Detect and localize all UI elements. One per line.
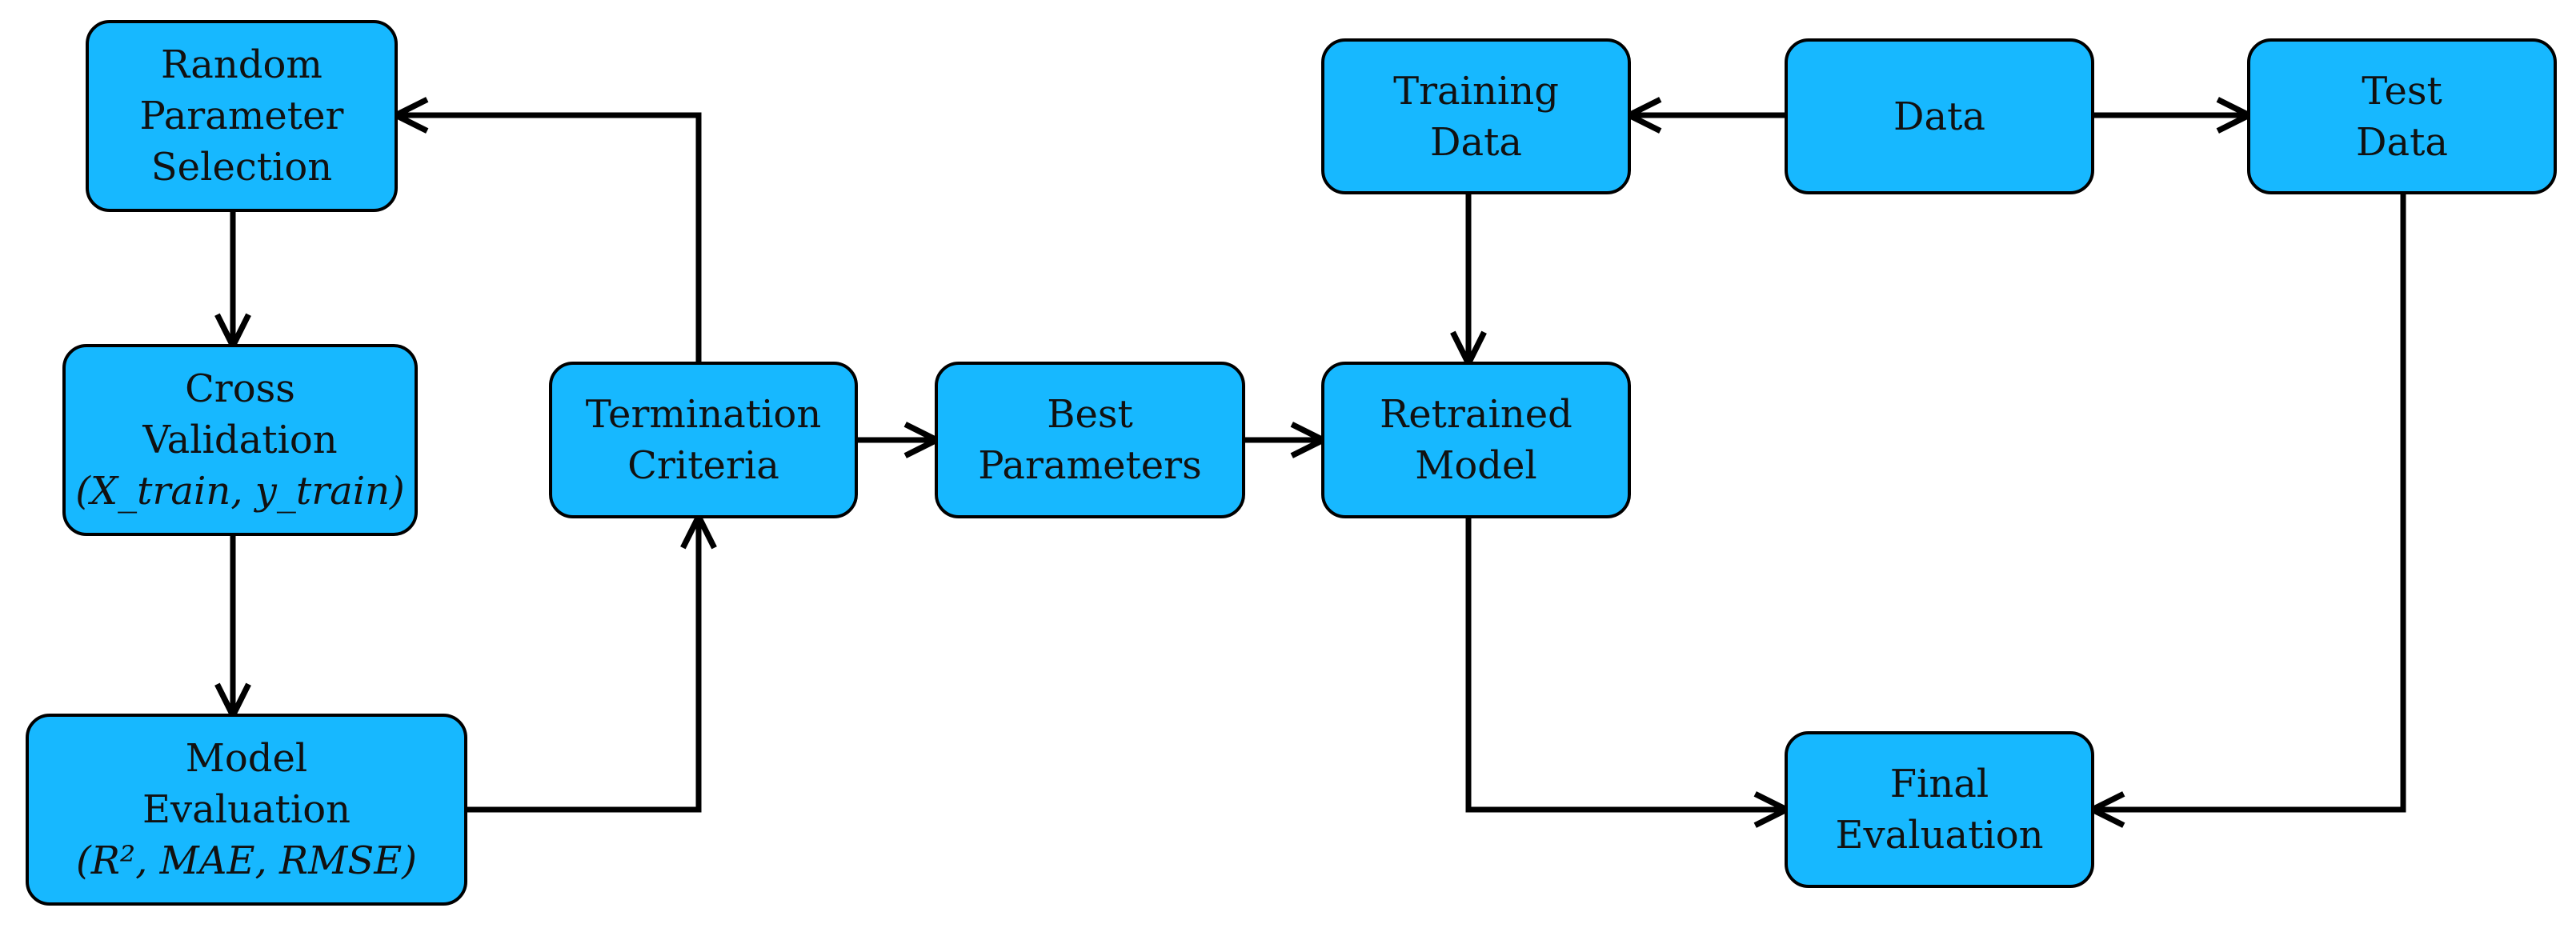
- node-label-line: Termination: [585, 392, 822, 437]
- node-label-line: Evaluation: [1835, 813, 2044, 858]
- node-label-line: Test: [2362, 68, 2442, 114]
- node-label-line: Evaluation: [142, 787, 351, 832]
- node-math-label: (R², MAE, RMSE): [76, 838, 417, 883]
- node-math-label: (X_train, y_train): [75, 469, 405, 514]
- node-label-line: Data: [1893, 94, 1985, 139]
- node-retrained-model: Retrained Model: [1321, 362, 1631, 518]
- edge-termination-to-random: [398, 115, 702, 362]
- node-label-line: Data: [2355, 119, 2448, 165]
- node-label-line: Selection: [150, 145, 333, 190]
- node-label-line: Best: [1047, 392, 1133, 437]
- node-training-data: Training Data: [1321, 38, 1631, 194]
- node-test-data: Test Data: [2247, 38, 2557, 194]
- edge-test-data-to-final-evaluation: [2094, 194, 2406, 810]
- node-final-evaluation: Final Evaluation: [1785, 731, 2094, 888]
- node-model-evaluation: Model Evaluation (R², MAE, RMSE): [26, 714, 467, 906]
- node-best-parameters: Best Parameters: [935, 362, 1245, 518]
- node-label-line: Cross: [185, 366, 295, 411]
- node-cross-validation: Cross Validation (X_train, y_train): [62, 344, 418, 536]
- node-label-line: Retrained: [1380, 392, 1572, 437]
- node-label-line: Random: [161, 42, 323, 87]
- node-label-line: Final: [1889, 762, 1989, 806]
- node-label-line: Parameters: [978, 443, 1202, 488]
- node-label-line: Model: [185, 736, 308, 781]
- node-data: Data: [1785, 38, 2094, 194]
- node-label-line: Training: [1393, 68, 1559, 114]
- edge-retrained-model-to-final-evaluation: [1465, 518, 1785, 810]
- node-label-line: Parameter: [139, 94, 344, 138]
- node-label-line: Criteria: [627, 443, 779, 488]
- node-random-parameter-selection: Random Parameter Selection: [86, 20, 398, 212]
- edge-model-evaluation-to-termination: [467, 518, 699, 813]
- node-label-line: Model: [1415, 443, 1537, 488]
- node-termination-criteria: Termination Criteria: [549, 362, 858, 518]
- node-label-line: Data: [1429, 119, 1522, 165]
- node-label-line: Validation: [142, 418, 338, 462]
